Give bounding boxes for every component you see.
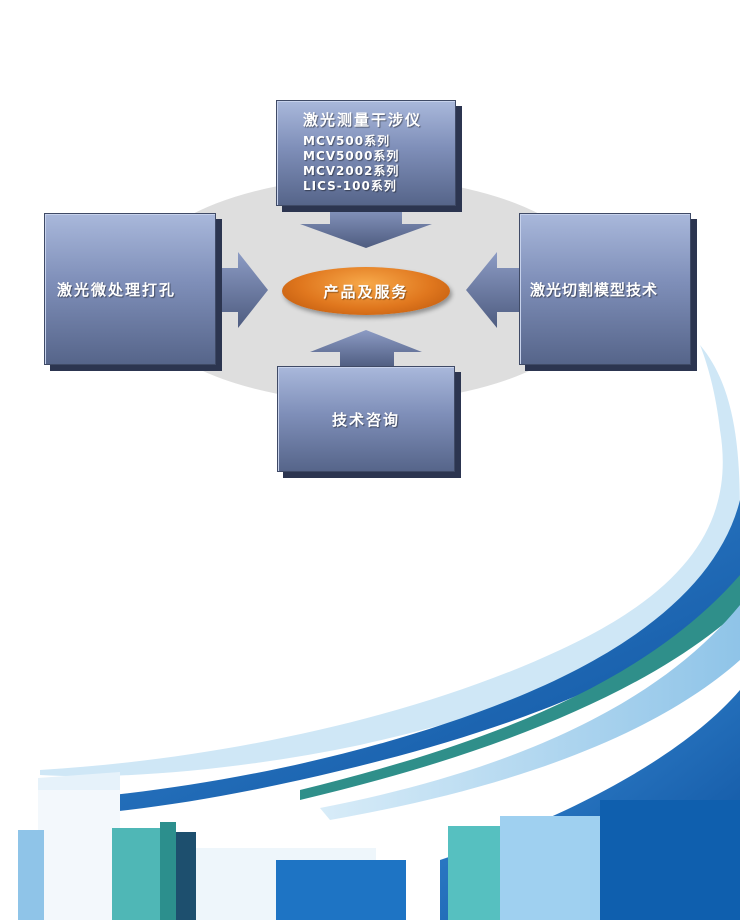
list-item: MCV2002系列 xyxy=(303,164,400,178)
box-laser-cutting: 激光切割模型技术 xyxy=(519,213,691,365)
product-series-list: MCV500系列 MCV5000系列 MCV2002系列 LICS-100系列 xyxy=(303,134,455,194)
block-teal-side xyxy=(160,822,176,920)
box-consulting: 技术咨询 xyxy=(277,366,455,472)
block-left-blue xyxy=(18,830,44,920)
block-dark xyxy=(176,832,196,920)
box-laser-interferometer: 激光测量干涉仪 MCV500系列 MCV5000系列 MCV2002系列 LIC… xyxy=(276,100,456,206)
arrow-right xyxy=(214,252,268,328)
block-left-white xyxy=(38,790,120,920)
center-label: 产品及服务 xyxy=(323,282,409,301)
block-deepblue-right xyxy=(600,800,740,920)
box-label-left: 激光微处理打孔 xyxy=(57,280,177,299)
block-teal-right xyxy=(448,826,500,920)
block-lightblue-right xyxy=(500,816,600,920)
list-item: LICS-100系列 xyxy=(303,179,397,193)
swoosh-band-pale xyxy=(40,345,740,777)
list-item: MCV5000系列 xyxy=(303,149,400,163)
center-products-services: 产品及服务 xyxy=(282,267,450,315)
block-blue-mid xyxy=(276,860,406,920)
box-title-interferometer: 激光测量干涉仪 xyxy=(303,111,423,129)
swoosh-band-lightblue xyxy=(320,605,740,820)
box-label-bottom: 技术咨询 xyxy=(331,410,400,429)
list-item: MCV500系列 xyxy=(303,134,391,148)
arrow-down xyxy=(300,204,432,248)
box-laser-micro-drilling: 激光微处理打孔 xyxy=(44,213,216,365)
swoosh-band-blue xyxy=(60,500,740,816)
arrow-left xyxy=(466,252,521,328)
arrow-up xyxy=(310,330,422,368)
box-label-right: 激光切割模型技术 xyxy=(530,280,659,299)
